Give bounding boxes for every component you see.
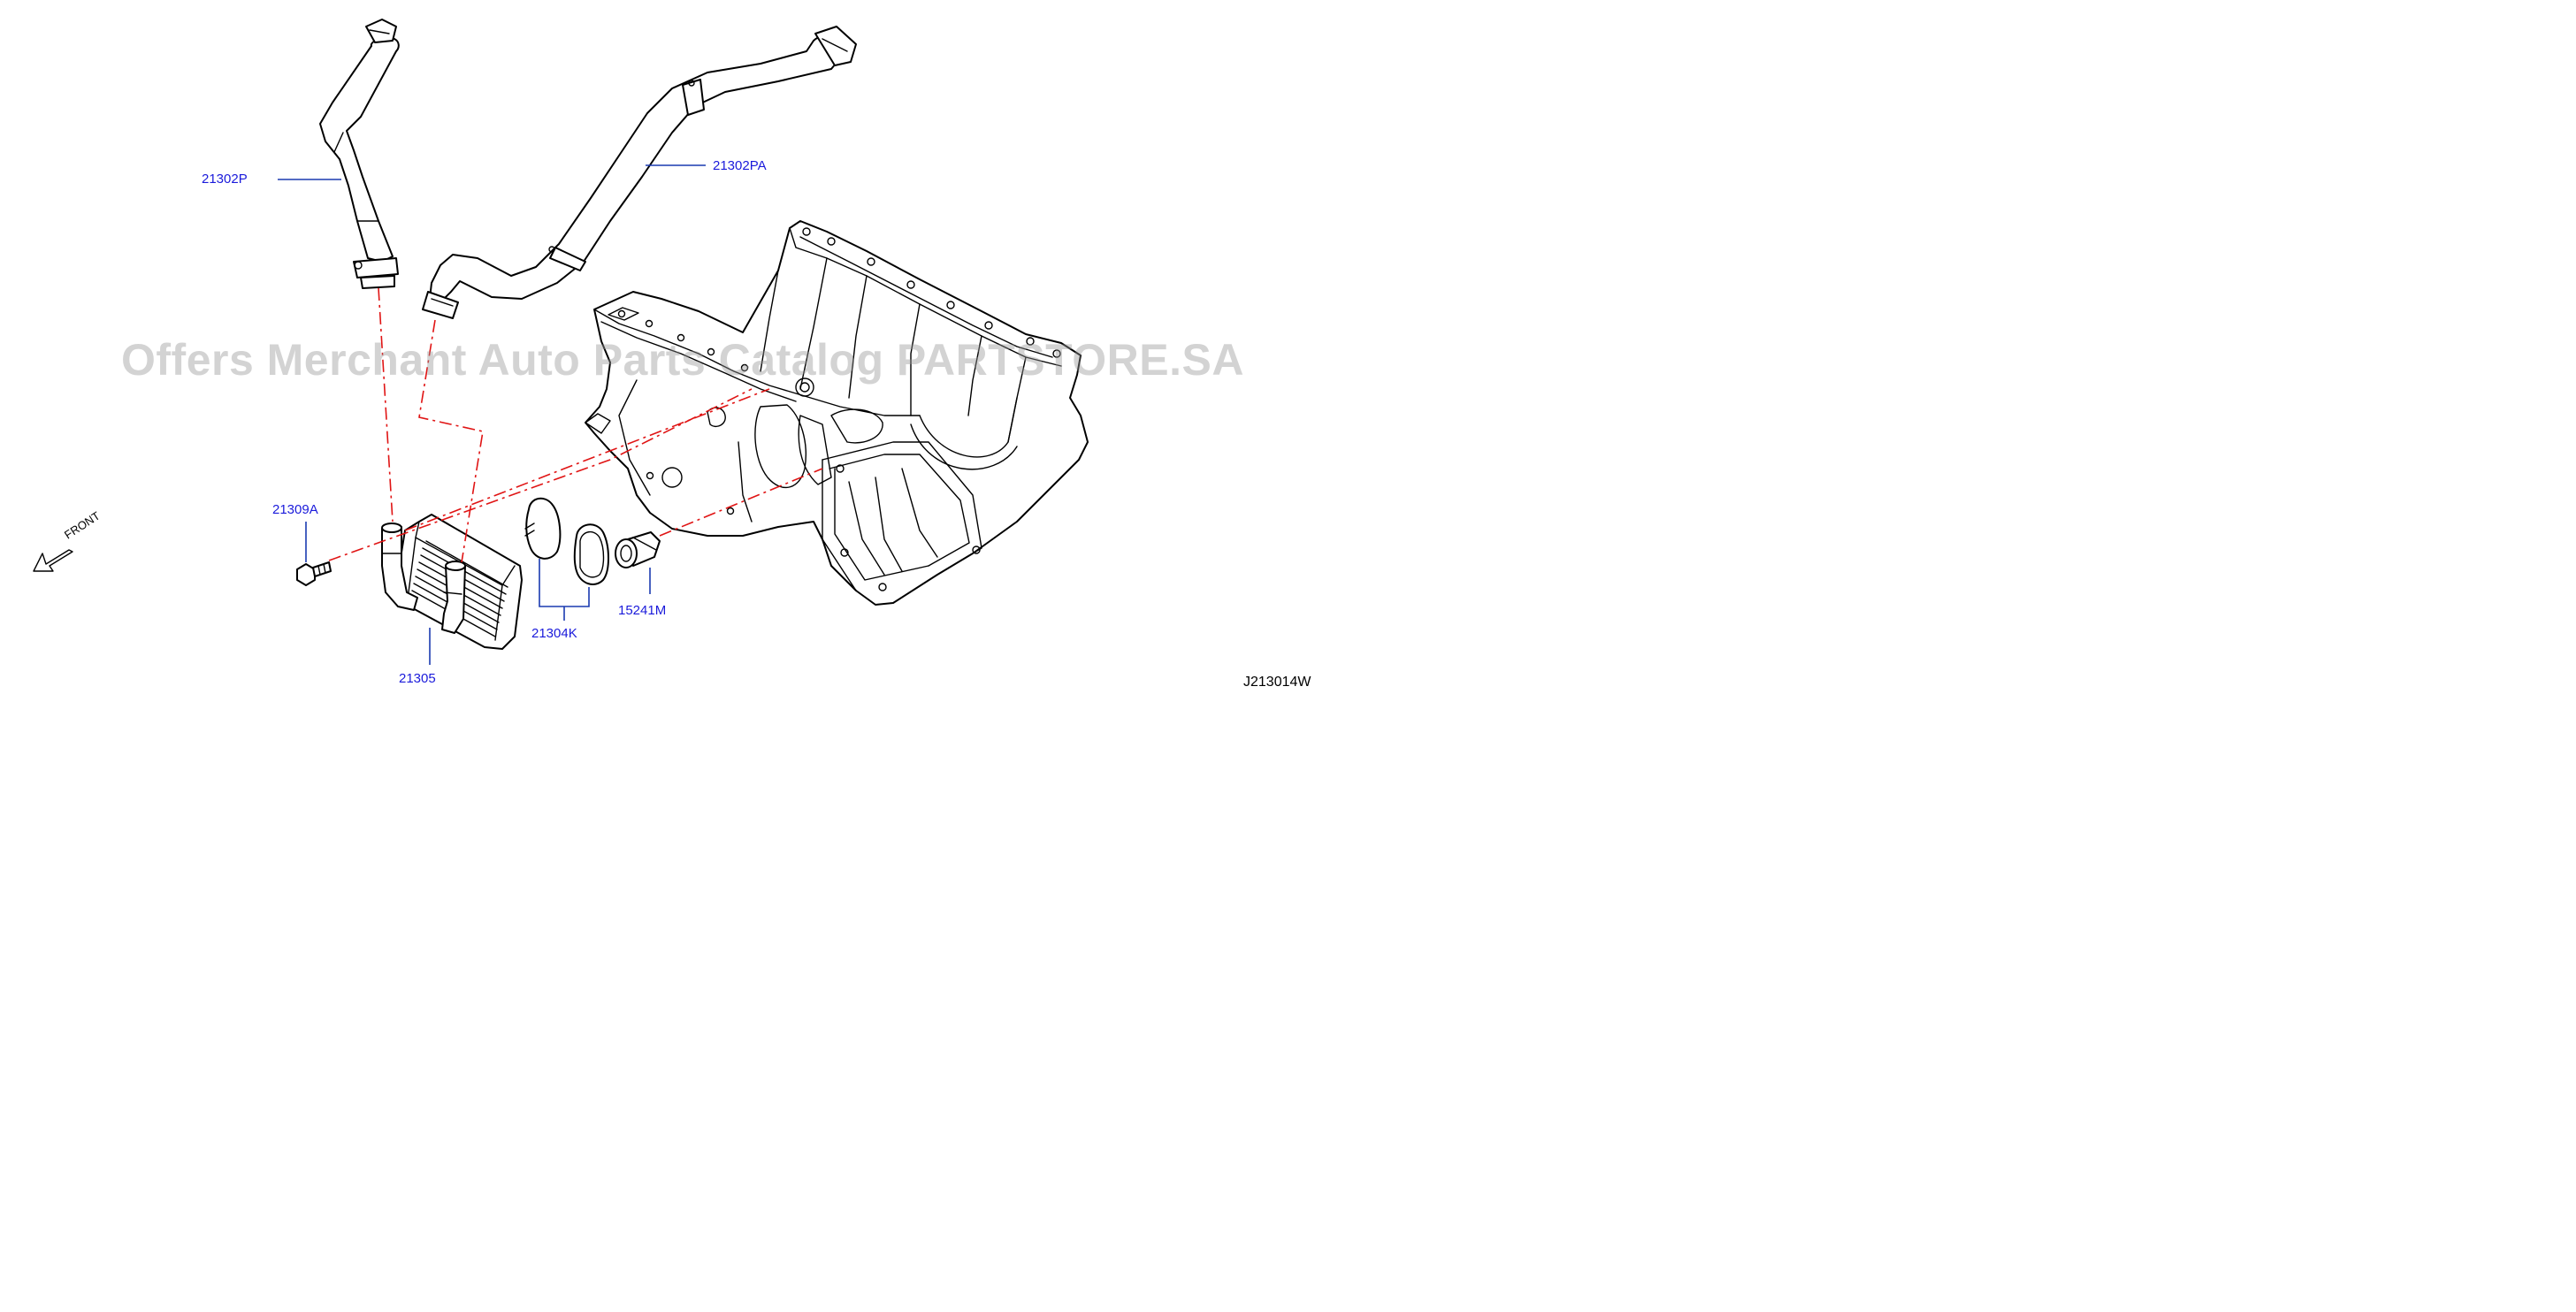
engine-block-casting bbox=[585, 220, 1089, 606]
diagram-code: J213014W bbox=[1243, 675, 1311, 690]
callout-leaders bbox=[278, 164, 706, 665]
oil-cooler-21305 bbox=[381, 514, 523, 650]
gasket-21304k-rear bbox=[573, 523, 609, 585]
front-arrow-icon bbox=[33, 549, 73, 572]
hose-21302p bbox=[319, 19, 400, 289]
parts-diagram bbox=[33, 19, 1089, 665]
callout-21302p: 21302P bbox=[202, 172, 248, 187]
connector-15241m bbox=[615, 531, 661, 568]
assembly-centerlines bbox=[328, 287, 823, 563]
gasket-21304k-front bbox=[524, 497, 562, 560]
callout-21302pa: 21302PA bbox=[713, 158, 767, 173]
bolt-21309a bbox=[296, 561, 332, 586]
hose-21302pa bbox=[422, 26, 857, 319]
callout-15241m: 15241M bbox=[618, 603, 667, 618]
callout-21309a: 21309A bbox=[272, 502, 318, 517]
callout-21304k: 21304K bbox=[531, 626, 577, 641]
callout-21305: 21305 bbox=[399, 671, 436, 686]
watermark-text: Offers Merchant Auto Parts Catalog PARTS… bbox=[121, 335, 1244, 385]
